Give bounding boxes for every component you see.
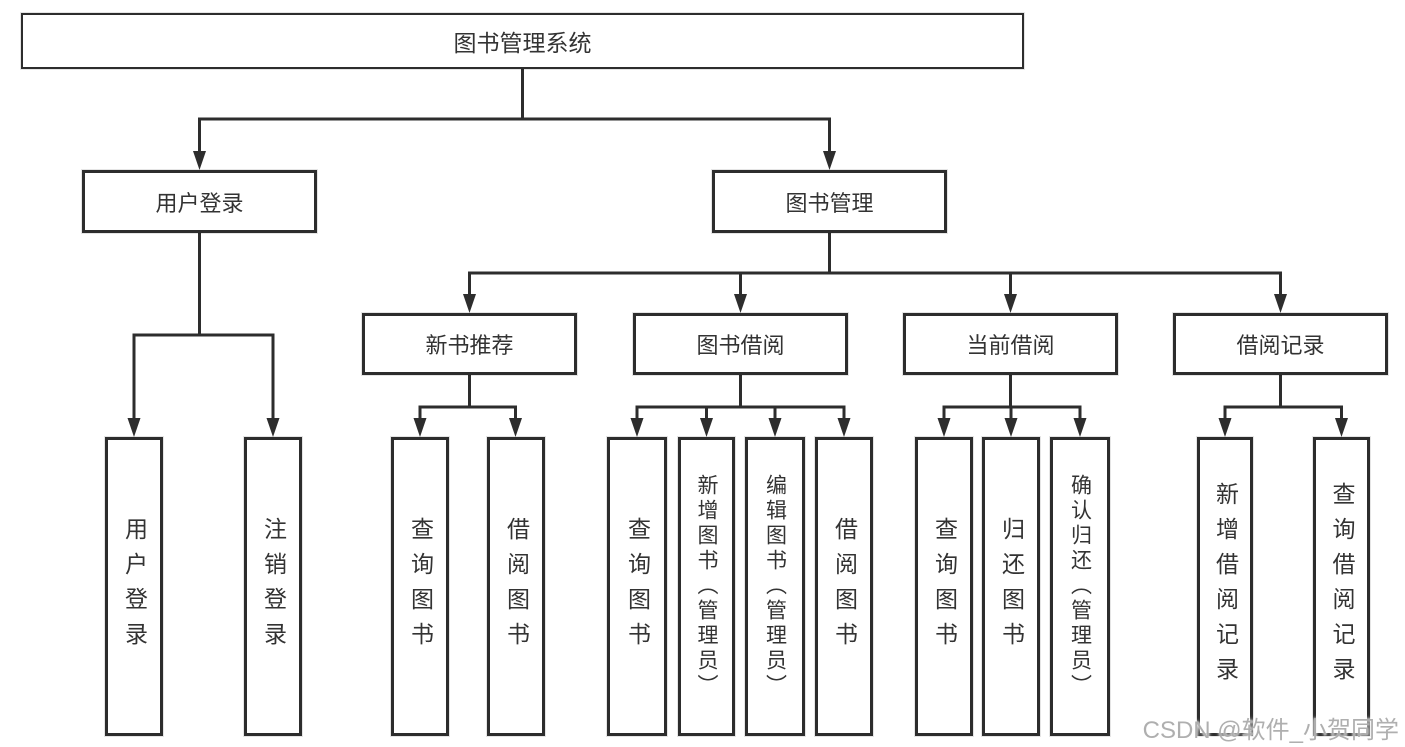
node-leaf-return-books: 归还图书 (982, 437, 1040, 736)
node-leaf-borrow-books: 借阅图书 (815, 437, 873, 736)
edge-user-login-to-leaves (132, 233, 275, 419)
edge-new-book-rec-to-leaves (418, 375, 517, 419)
node-leaf-rec-borrow-books: 借阅图书 (487, 437, 545, 736)
node-leaf-user-login: 用户登录 (105, 437, 163, 736)
node-user-login: 用户登录 (82, 170, 317, 233)
node-leaf-add-books-admin: 新增图书（管理员） (678, 437, 735, 736)
node-book-management: 图书管理 (712, 170, 947, 233)
csdn-watermark: CSDN @软件_小贺同学 (1142, 717, 1399, 744)
node-current-borrowing: 当前借阅 (903, 313, 1118, 375)
node-leaf-borrow-query-books: 查询图书 (607, 437, 667, 736)
node-leaf-logout: 注销登录 (244, 437, 302, 736)
edge-root-to-level2 (198, 69, 831, 152)
edge-book-borrow-to-leaves (635, 375, 846, 419)
node-leaf-confirm-return-admin: 确认归还（管理员） (1050, 437, 1110, 736)
node-leaf-rec-query-books: 查询图书 (391, 437, 449, 736)
edge-borrow-record-to-leaves (1223, 375, 1343, 419)
arrowheads (127, 151, 1348, 437)
node-leaf-edit-books-admin: 编辑图书（管理员） (745, 437, 805, 736)
node-borrowing-records: 借阅记录 (1173, 313, 1388, 375)
node-leaf-add-borrow-record: 新增借阅记录 (1197, 437, 1253, 736)
edge-current-borrow-to-leaves (942, 375, 1082, 419)
edge-book-mgmt-to-level3 (468, 233, 1282, 295)
node-library-management-system: 图书管理系统 (21, 13, 1024, 69)
node-new-book-recommendation: 新书推荐 (362, 313, 577, 375)
node-book-borrowing: 图书借阅 (633, 313, 848, 375)
node-leaf-current-query-books: 查询图书 (915, 437, 973, 736)
node-leaf-query-borrow-record: 查询借阅记录 (1313, 437, 1370, 736)
